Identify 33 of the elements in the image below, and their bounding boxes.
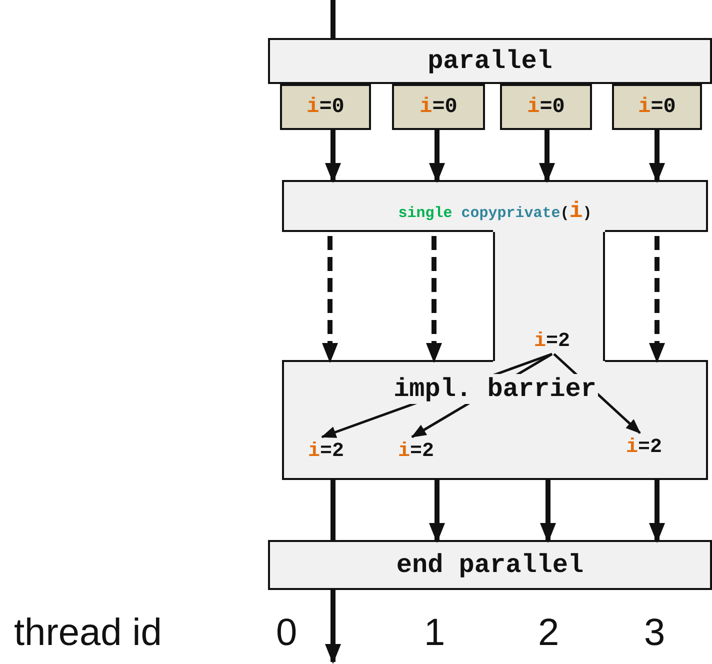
block-label: end parallel [395, 550, 585, 580]
value-label: i=2 [306, 440, 346, 462]
block-label: parallel [426, 46, 554, 76]
block-bar [268, 540, 712, 590]
block-label: i=0 [306, 96, 346, 118]
block-label: i=0 [418, 96, 458, 118]
arrow [429, 480, 445, 543]
arrow [429, 130, 445, 183]
block-label: i=0 [526, 96, 566, 118]
block-label: single copyprivate(i) [397, 198, 593, 224]
thread-number: 2 [538, 612, 560, 655]
value-label: i=2 [396, 440, 436, 462]
arrow [553, 353, 641, 434]
arrow [649, 480, 665, 543]
value-box [392, 84, 485, 130]
value-box [500, 84, 592, 130]
thread-number: 1 [424, 612, 446, 655]
arrow [649, 130, 665, 183]
thread-number: 3 [644, 612, 666, 655]
arrow [325, 590, 341, 664]
thread-number: 0 [276, 612, 298, 655]
arrow [539, 130, 555, 183]
value-label: i=2 [624, 436, 664, 458]
value-box [280, 84, 371, 130]
block-bar [268, 38, 712, 84]
arrow [325, 130, 341, 183]
value-label: i=2 [532, 330, 572, 352]
block-label: i=0 [637, 96, 677, 118]
axis-caption: thread id [14, 612, 162, 655]
barrier-box [282, 360, 708, 480]
construct-box [282, 180, 708, 232]
arrow [540, 480, 556, 543]
value-box [612, 84, 702, 130]
